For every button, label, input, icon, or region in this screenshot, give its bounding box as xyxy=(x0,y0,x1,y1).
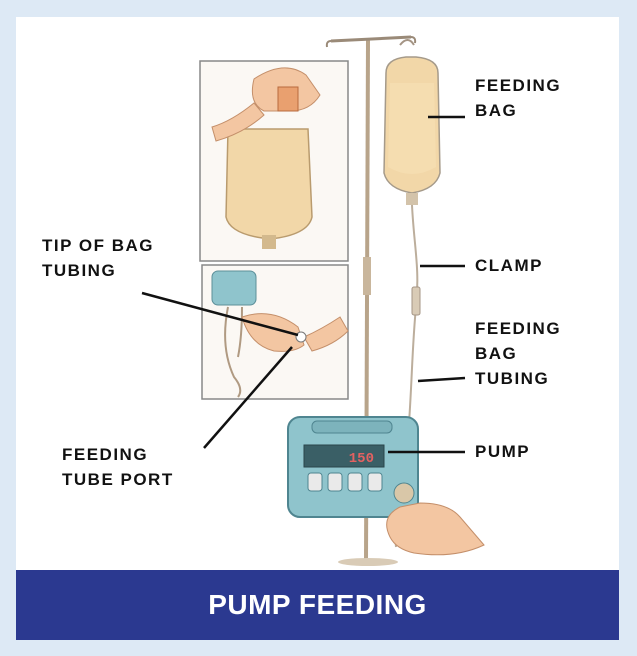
feeding-bag-graphic xyxy=(384,40,440,205)
inset-filling-bag xyxy=(200,61,348,261)
pump-display-readout: 150 xyxy=(349,451,374,467)
label-tip-of-bag-tubing-line-1: TIP OF BAG xyxy=(42,233,154,258)
title-banner: PUMP FEEDING xyxy=(16,570,619,640)
label-feeding-bag-line-2: BAG xyxy=(475,98,561,123)
label-feeding-tube-port: FEEDING TUBE PORT xyxy=(62,442,174,492)
label-tip-of-bag-tubing: TIP OF BAG TUBING xyxy=(42,233,154,283)
label-feeding-bag-tubing-line-2: BAG xyxy=(475,341,561,366)
label-feeding-bag-line-1: FEEDING xyxy=(475,73,561,98)
figure-card: 150 FEEDING BAG CLAMP FEEDING BAG TUBING xyxy=(16,17,619,640)
inset-connecting-tubing xyxy=(202,265,348,399)
leader-feeding-bag-tubing xyxy=(418,378,465,381)
label-pump-line-1: PUMP xyxy=(475,439,530,464)
label-pump: PUMP xyxy=(475,439,530,464)
label-feeding-bag-tubing-line-3: TUBING xyxy=(475,366,561,391)
label-feeding-bag: FEEDING BAG xyxy=(475,73,561,123)
pump-graphic: 150 xyxy=(288,417,484,555)
label-tip-of-bag-tubing-line-2: TUBING xyxy=(42,258,154,283)
label-feeding-bag-tubing-line-1: FEEDING xyxy=(475,316,561,341)
label-feeding-tube-port-line-2: TUBE PORT xyxy=(62,467,174,492)
label-clamp: CLAMP xyxy=(475,253,543,278)
label-feeding-tube-port-line-1: FEEDING xyxy=(62,442,174,467)
label-clamp-line-1: CLAMP xyxy=(475,253,543,278)
banner-title: PUMP FEEDING xyxy=(208,589,427,621)
label-feeding-bag-tubing: FEEDING BAG TUBING xyxy=(475,316,561,391)
